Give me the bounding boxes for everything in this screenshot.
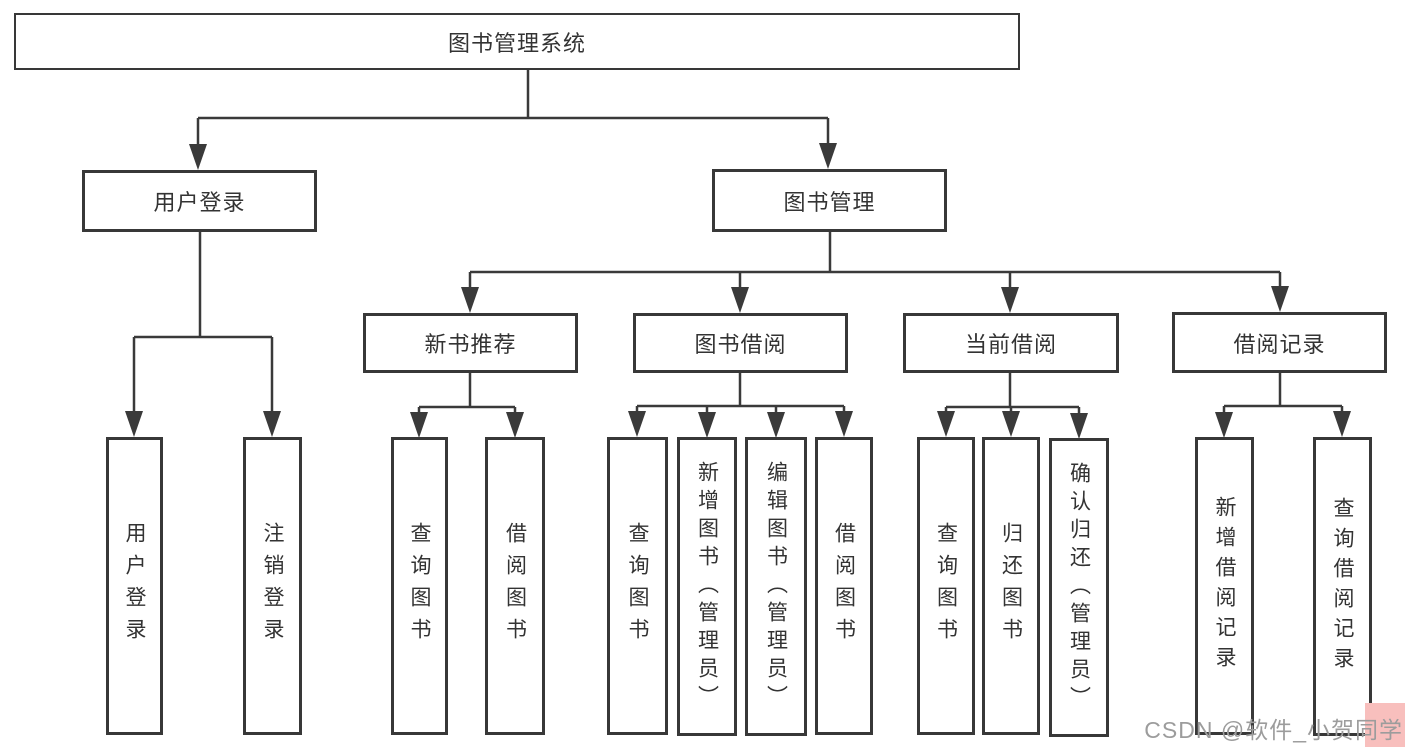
leaf-confirm-return-admin: 确认归还（管理员） bbox=[1049, 438, 1109, 737]
node-new-book-recommend: 新书推荐 bbox=[363, 313, 578, 373]
leaf-return-book: 归还图书 bbox=[982, 437, 1040, 735]
leaf-user-login: 用户登录 bbox=[106, 437, 163, 735]
leaf-newbook-query-book: 查询图书 bbox=[391, 437, 448, 735]
node-user-login: 用户登录 bbox=[82, 170, 317, 232]
node-book-management: 图书管理 bbox=[712, 169, 947, 232]
leaf-logout: 注销登录 bbox=[243, 437, 302, 735]
leaf-borrow-book: 借阅图书 bbox=[815, 437, 873, 735]
node-current-borrow: 当前借阅 bbox=[903, 313, 1119, 373]
leaf-add-borrow-record: 新增借阅记录 bbox=[1195, 437, 1254, 735]
watermark-highlight bbox=[1365, 703, 1405, 747]
leaf-edit-book-admin: 编辑图书（管理员） bbox=[745, 437, 807, 736]
node-borrow-records: 借阅记录 bbox=[1172, 312, 1387, 373]
leaf-newbook-borrow-book: 借阅图书 bbox=[485, 437, 545, 735]
leaf-add-book-admin: 新增图书（管理员） bbox=[677, 437, 737, 736]
node-book-borrow: 图书借阅 bbox=[633, 313, 848, 373]
node-library-management-system: 图书管理系统 bbox=[14, 13, 1020, 70]
leaf-current-query-book: 查询图书 bbox=[917, 437, 975, 735]
watermark-text: CSDN @软件_小贺同学 bbox=[1144, 717, 1403, 743]
leaf-borrow-query-book: 查询图书 bbox=[607, 437, 668, 735]
leaf-query-borrow-record: 查询借阅记录 bbox=[1313, 437, 1372, 736]
